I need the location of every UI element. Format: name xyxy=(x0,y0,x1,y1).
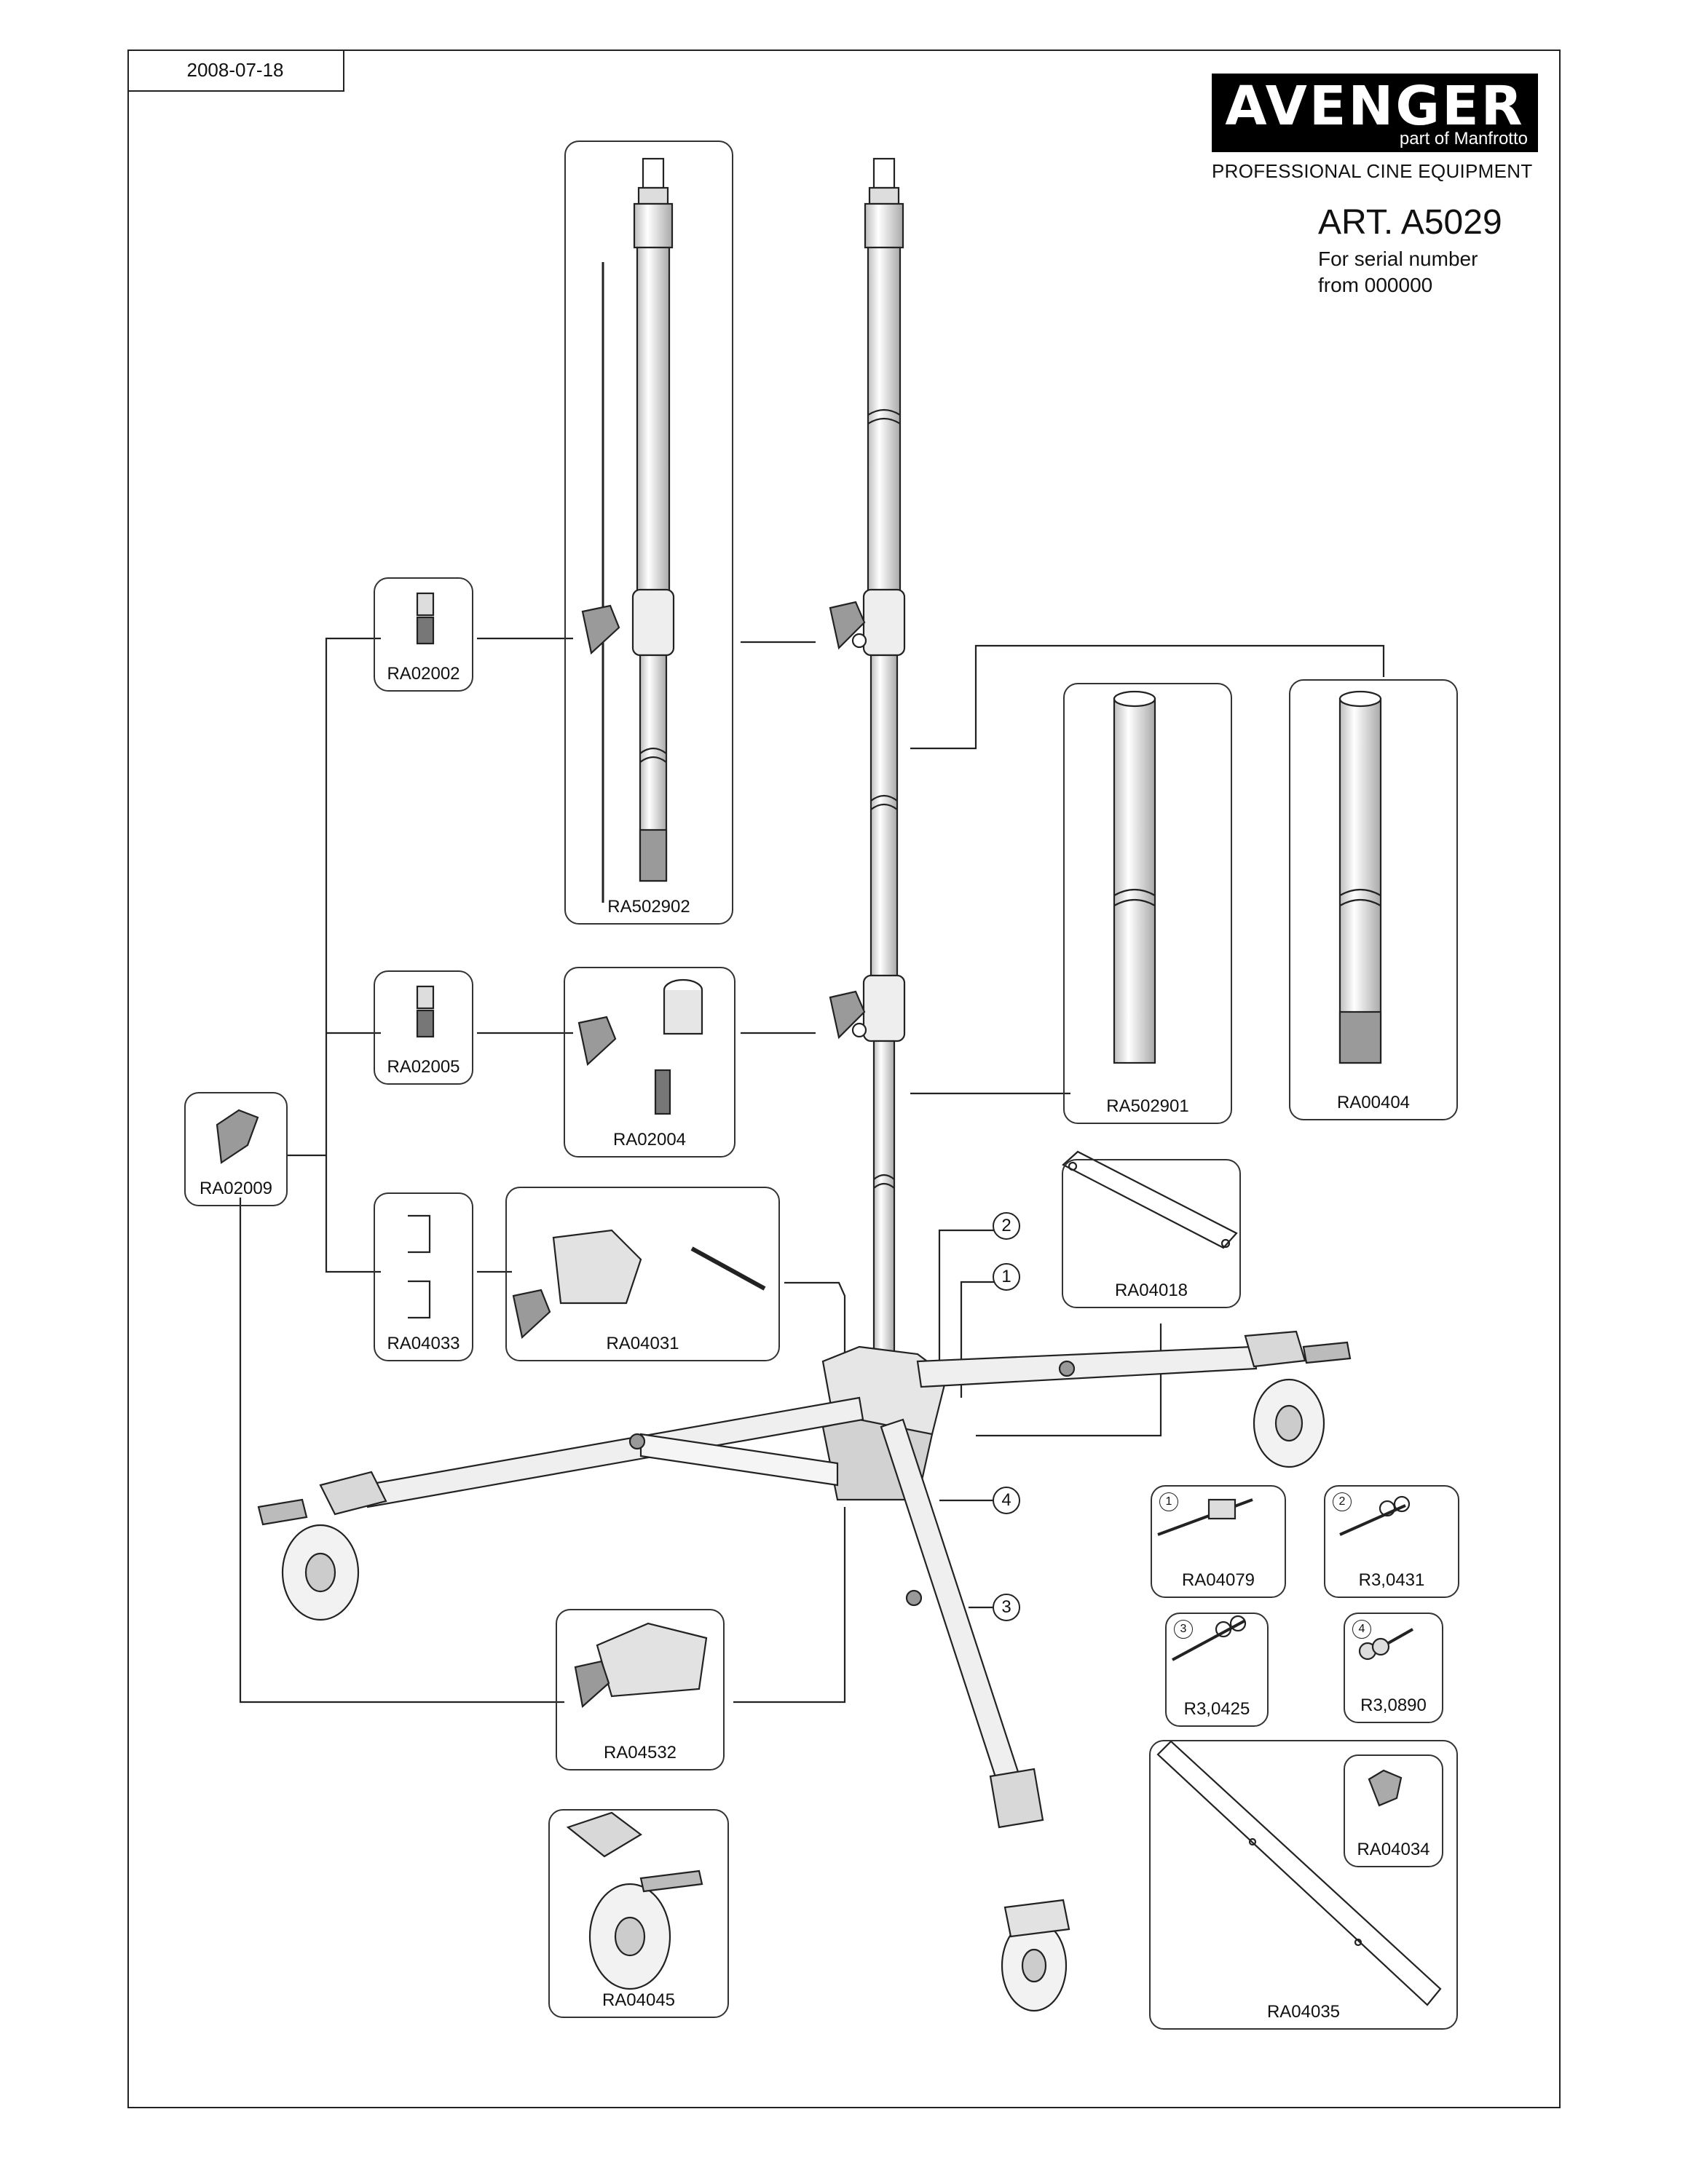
part-code: RA502902 xyxy=(607,897,690,917)
callout-2-mini: 2 xyxy=(1333,1492,1352,1511)
part-box-ra04031: RA04031 xyxy=(505,1187,780,1361)
brand-tagline: PROFESSIONAL CINE EQUIPMENT xyxy=(1212,160,1533,182)
part-code: RA02004 xyxy=(612,1130,687,1150)
part-box-r30431: 2 R3,0431 xyxy=(1324,1485,1459,1598)
part-code: RA502901 xyxy=(1106,1096,1189,1116)
callout-4: 4 xyxy=(993,1487,1020,1514)
part-box-ra04035: RA04035 xyxy=(1149,1740,1458,2030)
part-code: RA00404 xyxy=(1336,1093,1411,1112)
serial-line-2: from 000000 xyxy=(1318,274,1433,296)
part-code: RA04031 xyxy=(606,1334,679,1353)
part-code: RA04035 xyxy=(1266,2002,1341,2022)
part-code: RA02009 xyxy=(199,1179,273,1198)
part-box-r30890: 4 R3,0890 xyxy=(1344,1613,1443,1723)
part-box-ra04045: RA04045 xyxy=(548,1809,729,2018)
part-code: RA02002 xyxy=(387,664,460,684)
part-box-ra04033: RA04033 xyxy=(374,1192,473,1361)
callout-3-mini: 3 xyxy=(1174,1620,1193,1639)
part-code: R3,0890 xyxy=(1360,1696,1427,1715)
part-box-ra02009: RA02009 xyxy=(184,1092,288,1206)
part-art xyxy=(216,157,1442,2006)
part-box-ra04018: RA04018 xyxy=(1062,1159,1241,1308)
serial-line-1: For serial number xyxy=(1318,248,1478,270)
part-box-ra502901: RA502901 xyxy=(1063,683,1232,1124)
part-box-ra04532: RA04532 xyxy=(556,1609,725,1770)
part-code: RA04079 xyxy=(1181,1570,1255,1590)
callout-1: 1 xyxy=(993,1263,1020,1291)
part-code: RA04033 xyxy=(387,1334,460,1353)
part-box-ra04034: RA04034 xyxy=(1344,1754,1443,1867)
brand-subtitle: part of Manfrotto xyxy=(1399,129,1528,149)
part-code: RA04045 xyxy=(602,1990,676,2010)
part-box-ra02002: RA02002 xyxy=(374,577,473,692)
part-code: R3,0425 xyxy=(1183,1699,1250,1719)
part-box-ra04079: 1 RA04079 xyxy=(1151,1485,1286,1598)
main-stand xyxy=(257,157,1352,2012)
part-box-ra502902: RA502902 xyxy=(564,141,733,925)
callout-2: 2 xyxy=(993,1212,1020,1240)
callout-4-mini: 4 xyxy=(1352,1620,1371,1639)
callout-3: 3 xyxy=(993,1594,1020,1621)
part-box-ra02005: RA02005 xyxy=(374,970,473,1085)
brand-name: AVENGER xyxy=(1225,75,1525,138)
part-box-r30425: 3 R3,0425 xyxy=(1165,1613,1269,1727)
drawing-frame xyxy=(127,50,1561,2108)
serial-info: For serial number from 000000 xyxy=(1318,246,1478,298)
part-code: RA04018 xyxy=(1114,1281,1188,1300)
part-code: RA04532 xyxy=(603,1743,677,1762)
part-code: RA02005 xyxy=(387,1057,460,1077)
part-box-ra00404: RA00404 xyxy=(1289,679,1458,1120)
part-box-ra02004: RA02004 xyxy=(564,967,735,1158)
callout-1-mini: 1 xyxy=(1159,1492,1178,1511)
part-code: R3,0431 xyxy=(1358,1570,1425,1590)
part-code: RA04034 xyxy=(1357,1840,1430,1859)
brand-logo: AVENGER part of Manfrotto xyxy=(1212,74,1538,152)
article-number: ART. A5029 xyxy=(1318,203,1502,242)
date-box: 2008-07-18 xyxy=(127,50,344,92)
